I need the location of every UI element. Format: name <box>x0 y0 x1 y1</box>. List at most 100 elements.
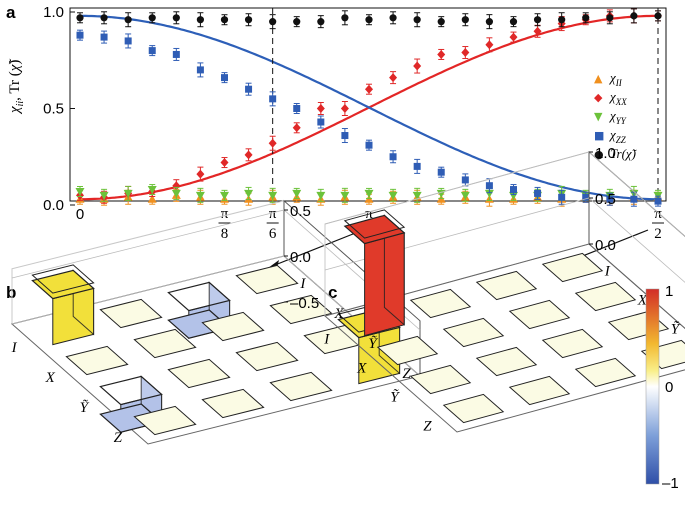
x-tick-label: 0 <box>76 206 84 223</box>
bar-I-I <box>343 209 406 337</box>
tile <box>409 288 472 319</box>
data-point <box>485 40 494 50</box>
row-axis-label: X <box>45 370 56 386</box>
tile <box>541 252 604 283</box>
data-point <box>196 169 205 179</box>
bar-ideal-outline <box>343 209 406 239</box>
data-point <box>533 16 542 24</box>
x-tick-label: π <box>269 206 277 222</box>
colorbar: 1 0 –1 <box>645 283 679 492</box>
data-point <box>269 95 277 103</box>
data-point <box>437 18 445 26</box>
bar-top <box>343 214 406 245</box>
panel-label-b: b <box>6 283 16 302</box>
row-axis-label: X <box>356 360 367 376</box>
data-point <box>485 18 493 26</box>
data-point <box>99 191 109 200</box>
y-axis-label: χii, Tr (χ̃) <box>7 59 26 115</box>
data-point <box>484 189 494 198</box>
tile <box>201 388 265 419</box>
data-point <box>341 14 349 22</box>
tile <box>133 328 197 359</box>
data-point <box>412 191 422 200</box>
tile <box>235 341 299 372</box>
bar-ideal-outline <box>31 264 95 294</box>
col-axis-label: X <box>333 306 344 322</box>
legend-label: χYY <box>608 108 627 126</box>
data-point <box>76 31 84 39</box>
data-point <box>365 16 373 24</box>
z-tick-label: 0.5 <box>595 191 616 208</box>
data-point <box>171 189 181 198</box>
data-point <box>269 18 277 26</box>
panel-c-bar3d: IXỸZZỸXI1.00.50.0 <box>323 145 685 434</box>
y-tick-label: 0.0 <box>43 197 64 214</box>
data-point <box>100 14 108 22</box>
row-axis-label: I <box>323 331 330 347</box>
data-point <box>461 48 470 58</box>
col-axis-label: I <box>604 264 611 280</box>
data-point <box>389 73 398 83</box>
data-point <box>341 132 349 140</box>
row-axis-label: I <box>11 340 18 356</box>
data-point <box>317 18 325 26</box>
data-point <box>195 191 205 200</box>
col-axis-label: Ỹ <box>671 321 681 338</box>
z-tick-label: 1.0 <box>595 145 616 162</box>
col-axis-label: Z <box>402 366 411 382</box>
data-point <box>509 32 518 42</box>
legend-symbol: ◆ <box>594 91 603 104</box>
data-point <box>196 16 204 24</box>
data-point <box>221 74 228 82</box>
x-tick-label: π <box>221 206 229 222</box>
panel-label-a: a <box>6 3 16 22</box>
tile <box>475 270 538 301</box>
data-point <box>485 182 493 190</box>
y-tick-label: 0.5 <box>43 101 64 118</box>
row-axis-label: Z <box>423 418 432 434</box>
data-point <box>196 66 204 74</box>
data-point <box>220 158 229 168</box>
data-point <box>365 84 373 94</box>
plot-frame <box>69 7 667 202</box>
z-tick-label: 0.5 <box>290 203 311 220</box>
z-tick-label: 0.0 <box>290 249 311 266</box>
z-tick-label: 0.0 <box>595 237 616 254</box>
z-tick-label: –0.5 <box>290 295 319 312</box>
tile <box>133 405 197 436</box>
data-point <box>123 189 133 198</box>
data-point <box>533 26 542 36</box>
tile <box>235 264 299 295</box>
data-point <box>461 176 469 184</box>
data-point <box>220 16 229 24</box>
tile <box>269 371 333 402</box>
bar-I-I <box>31 264 95 346</box>
tile <box>442 393 505 424</box>
tile <box>541 328 604 359</box>
row-axis-label: Z <box>114 430 123 446</box>
data-point <box>172 14 180 22</box>
panel-a-scatter: 0.00.51.0 0π8π6π4π2 ▲χII◆χXX▼χYY■χZZ●Tr(… <box>7 4 667 267</box>
tile <box>201 311 265 342</box>
panel-label-c: c <box>328 283 337 302</box>
data-point <box>558 16 566 24</box>
series-3 <box>76 29 662 207</box>
data-point <box>268 191 278 200</box>
row-axis-label: Ỹ <box>390 388 400 405</box>
tile <box>475 346 538 377</box>
legend-label: χXX <box>608 89 627 107</box>
data-point <box>100 33 108 41</box>
x-tick-label-den: 8 <box>221 226 229 242</box>
data-point <box>534 189 542 197</box>
data-point <box>413 162 421 170</box>
legend-label: χZZ <box>608 127 627 145</box>
data-point <box>172 181 181 191</box>
data-point <box>316 104 325 113</box>
series-4 <box>76 8 662 30</box>
data-point <box>124 37 132 45</box>
data-point <box>460 191 470 200</box>
x-tick-label: π <box>654 206 662 222</box>
bar-base-outline <box>167 281 231 312</box>
legend-symbol: ▲ <box>594 72 603 85</box>
